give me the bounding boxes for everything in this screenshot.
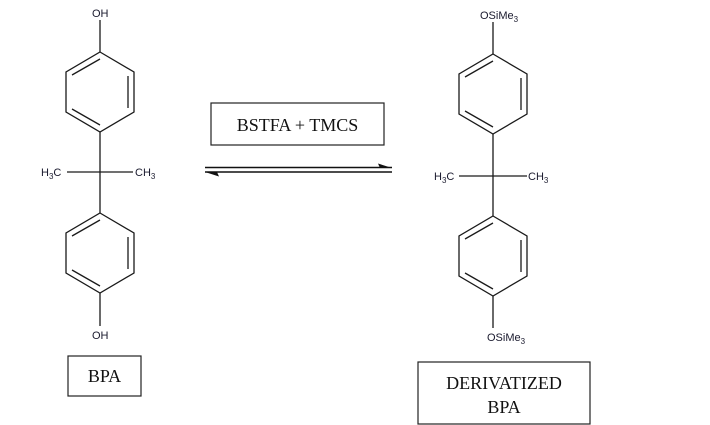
bpa-name-label: BPA: [88, 366, 121, 386]
reagent-label: BSTFA + TMCS: [237, 115, 359, 135]
product-top-benzene-ring: [458, 53, 528, 135]
product-bottom-benzene-ring: [458, 215, 528, 297]
product-right-methyl-label: CH3: [528, 171, 549, 185]
bpa-molecule: OH H3C CH3 OH: [41, 8, 156, 342]
bpa-bottom-benzene-ring: [65, 212, 135, 294]
bpa-top-benzene-ring: [65, 51, 135, 133]
product-left-methyl-label: H3C: [434, 171, 454, 185]
bpa-name-box: BPA: [67, 355, 142, 397]
derivatized-bpa-name-box: DERIVATIZED BPA: [417, 361, 591, 425]
bpa-top-oh-label: OH: [92, 8, 109, 20]
product-name-line2: BPA: [487, 397, 520, 417]
product-name-line1: DERIVATIZED: [446, 373, 562, 393]
bpa-bottom-oh-label: OH: [92, 330, 109, 342]
forward-arrowhead: [378, 163, 392, 168]
equilibrium-arrows: [205, 163, 392, 177]
product-bottom-osime3-label: OSiMe3: [487, 332, 526, 346]
product-top-osime3-label: OSiMe3: [480, 10, 519, 24]
reverse-arrowhead: [205, 172, 219, 177]
reagent-box: BSTFA + TMCS: [210, 102, 385, 146]
bpa-left-methyl-label: H3C: [41, 167, 61, 181]
bpa-right-methyl-label: CH3: [135, 167, 156, 181]
derivatized-bpa-molecule: OSiMe3 H3C CH3 OSiMe3: [434, 10, 549, 346]
